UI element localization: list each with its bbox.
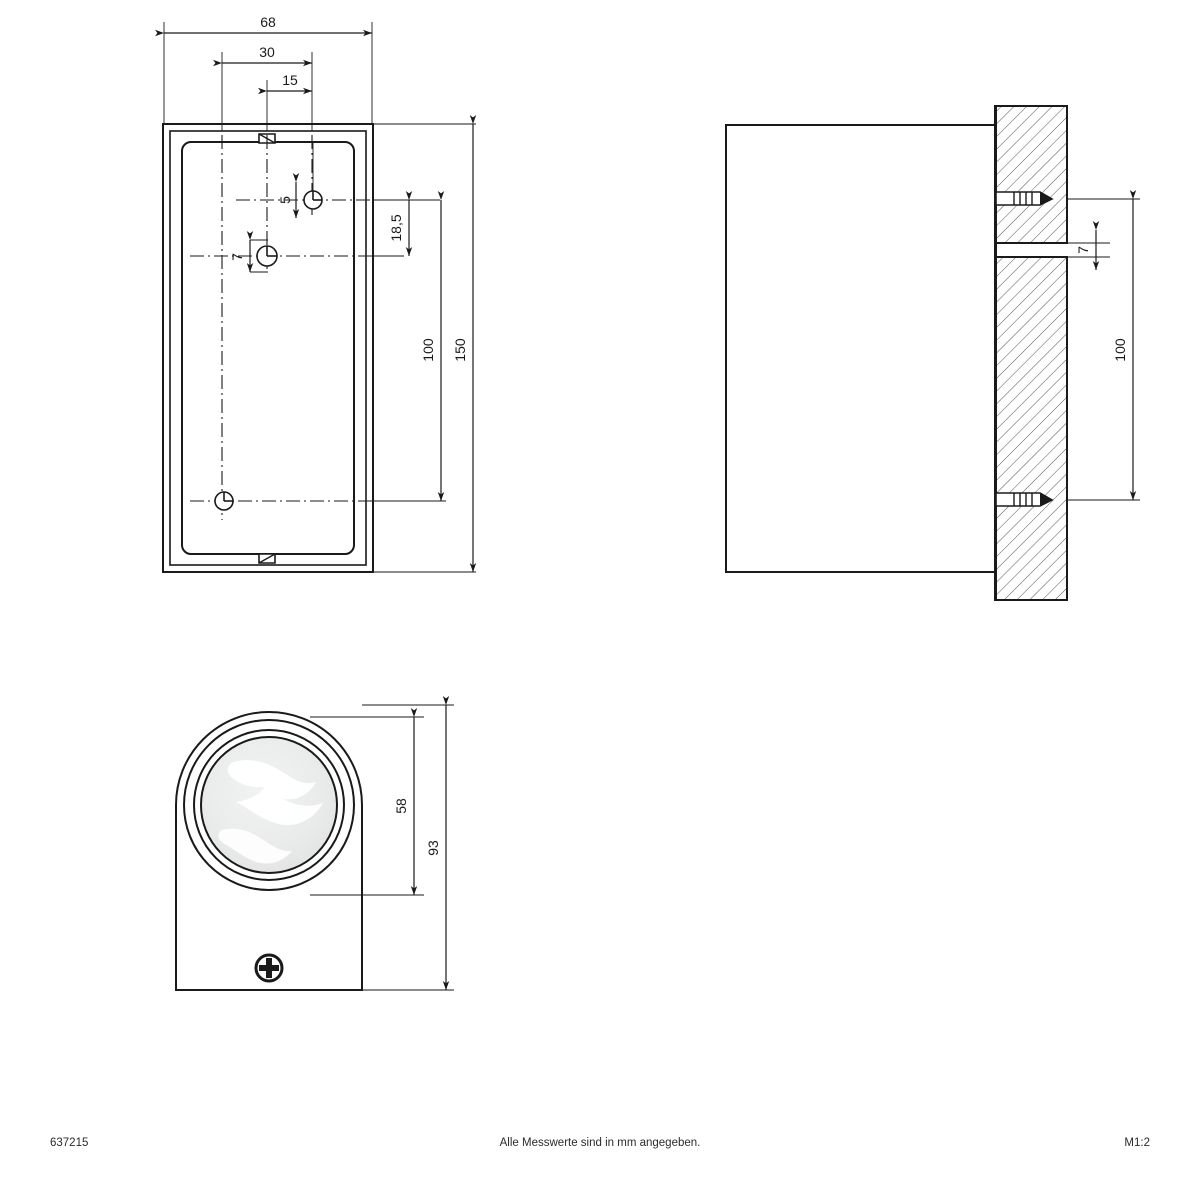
dim-label-68: 68 [260,14,276,30]
dim-label-7-front: 7 [229,253,245,261]
bottom-view: 58 93 [175,696,454,991]
side-extension-lines [1067,198,1140,501]
dim-label-93: 93 [425,840,441,856]
keyhole-marker-middle [256,245,278,267]
front-outer-frame [162,123,374,573]
screw-lower [995,490,1054,508]
screw-upper [995,189,1054,207]
bottom-extension-lines [310,704,454,991]
dim-5: 5 [277,173,300,218]
dim-label-5: 5 [277,196,293,204]
dim-label-15: 15 [282,72,298,88]
phillips-screw-icon [254,953,284,983]
wall-section-upper [994,105,1068,244]
front-middle-frame [169,130,367,566]
dim-150: 150 [452,115,477,572]
lens-bezel-inner [193,729,345,881]
lens-highlight-glyph [218,760,323,864]
units-note: Alle Messwerte sind in mm angegeben. [500,1137,701,1149]
dim-label-7-side: 7 [1075,246,1091,254]
front-inner-frame [181,141,355,555]
front-view: 68 30 15 5 7 [155,14,477,573]
dim-label-58: 58 [393,798,409,814]
dim-7-front: 7 [229,231,268,273]
side-body [725,124,996,573]
dim-label-18-5: 18,5 [388,214,404,241]
side-section-view: 7 100 [725,105,1140,601]
dim-width-68: 68 [155,14,372,37]
dim-label-100-side: 100 [1112,338,1128,362]
keyhole-marker-lower [214,491,234,511]
dim-label-150: 150 [452,338,468,362]
front-center-lines [190,135,372,520]
lens-bezel-outer [183,719,355,891]
dim-label-30: 30 [259,44,275,60]
front-extension-lines [163,22,476,573]
dim-58: 58 [393,708,418,895]
dim-93: 93 [425,696,450,990]
scale-label: M1:2 [1124,1137,1150,1149]
dim-7-side: 7 [1075,221,1100,270]
dim-label-100-front: 100 [420,338,436,362]
dim-18-5: 18,5 [388,191,413,256]
dim-30: 30 [213,44,312,67]
drawing-footer: 637215 Alle Messwerte sind in mm angegeb… [50,1137,1150,1149]
part-number: 637215 [50,1137,88,1149]
dim-100-front: 100 [420,191,445,501]
dim-15: 15 [258,72,312,95]
dim-100-side: 100 [1112,190,1137,500]
wall-section-lower [994,256,1068,601]
front-tab-bottom [258,553,276,564]
